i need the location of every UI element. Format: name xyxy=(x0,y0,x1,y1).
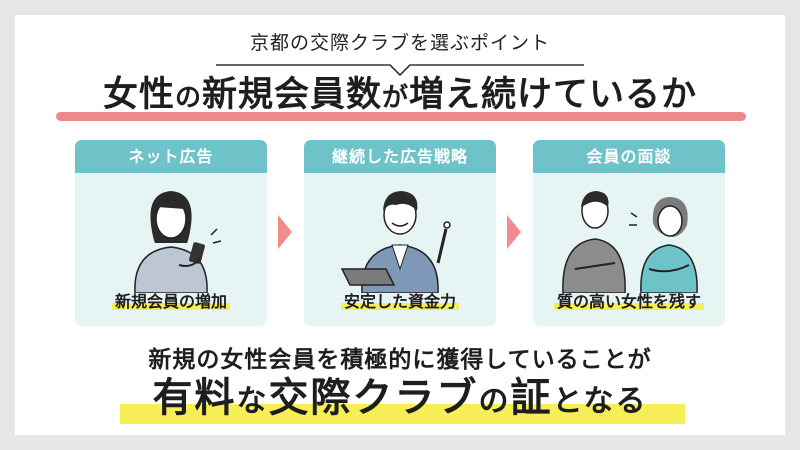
headline: 女性の新規会員数が増え続けているか xyxy=(40,70,760,123)
headline-part: 女性 xyxy=(102,75,175,115)
conclusion-part: 証 xyxy=(510,375,553,421)
step-card-net-ad: ネット広告 新規会員の増加 xyxy=(75,140,267,326)
headline-part: が xyxy=(382,83,410,113)
bottom-text: 新規の女性会員を積極的に獲得していることが xyxy=(148,347,652,373)
conclusion-part: の xyxy=(478,384,511,419)
step-caption: 質の高い女性を残す xyxy=(533,288,725,312)
conclusion-highlight xyxy=(120,404,685,424)
arrow-right-icon xyxy=(278,215,292,249)
headline-part: 増え続けているか xyxy=(409,75,698,115)
step-title: 会員の面談 xyxy=(533,140,725,173)
step-caption: 安定した資金力 xyxy=(304,288,496,312)
conclusion-part: となる xyxy=(552,384,648,419)
subtitle-bubble: 京都の交際クラブを選ぶポイント xyxy=(214,26,586,76)
step-caption: 新規会員の増加 xyxy=(75,288,267,312)
arrow-right-icon xyxy=(507,215,521,249)
subtitle: 京都の交際クラブを選ぶポイント xyxy=(249,32,550,54)
step-card-interview: 会員の面談 質の高い女性を残す xyxy=(533,140,725,326)
step-title: ネット広告 xyxy=(75,140,267,173)
step-title: 継続した広告戦略 xyxy=(304,140,496,173)
man-with-laptop-icon xyxy=(340,191,451,293)
headline-part: の xyxy=(174,83,202,113)
headline-part: 新規会員数 xyxy=(201,75,382,115)
headline-underline xyxy=(56,112,746,121)
step-card-ad-strategy: 継続した広告戦略 安定した資金力 xyxy=(304,140,496,326)
conclusion-part: な xyxy=(236,384,269,419)
conclusion-part: 交際クラブ xyxy=(268,375,479,421)
conclusion: 有料な交際クラブの証となる xyxy=(0,372,800,428)
woman-with-smartphone-icon xyxy=(134,191,222,293)
speech-bubble-line xyxy=(216,64,584,76)
interview-couple-icon xyxy=(562,191,698,293)
conclusion-part: 有料 xyxy=(152,375,237,421)
